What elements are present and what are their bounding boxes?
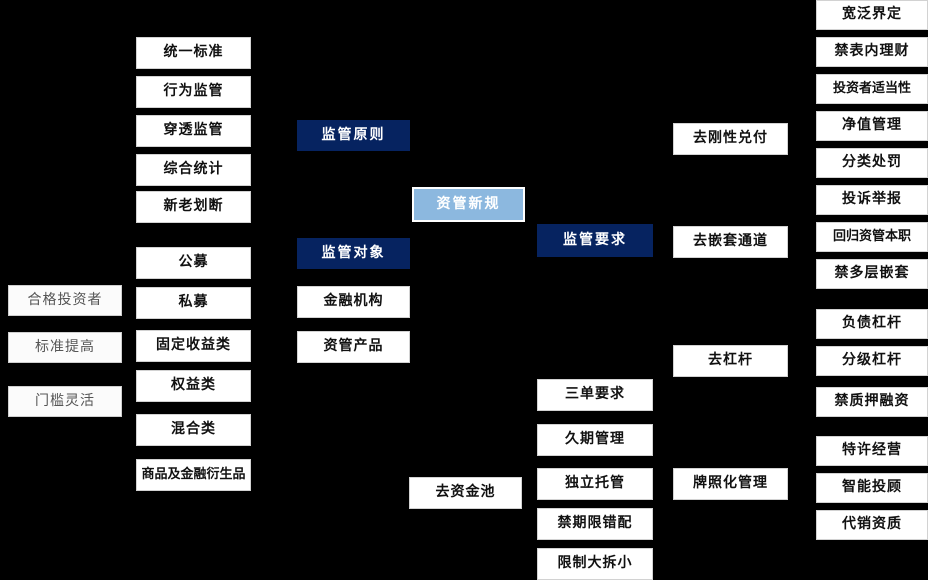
qualified-investor-column-item-2[interactable]: 标准提高 [8,332,122,363]
product-type-column-item-6[interactable]: 商品及金融衍生品 [136,459,251,491]
detail-column-item-4[interactable]: 净值管理 [816,111,928,141]
regulatory-principles-column-item-2[interactable]: 行为监管 [136,76,251,108]
fund-pool-column-item-1[interactable]: 去资金池 [409,477,522,509]
deleveraging-column-item-2[interactable]: 去嵌套通道 [673,226,788,258]
detail-column-item-8[interactable]: 禁多层嵌套 [816,259,928,289]
detail-column-item-11[interactable]: 禁质押融资 [816,387,928,417]
regulated-entities-column-item-1[interactable]: 金融机构 [297,286,410,318]
regulatory-requirements-column-item-4[interactable]: 禁期限错配 [537,508,653,540]
detail-column-item-14[interactable]: 代销资质 [816,510,928,540]
detail-column-item-2[interactable]: 禁表内理财 [816,37,928,67]
root-node-asset-management-rules[interactable]: 资管新规 [412,187,525,222]
regulated-entities-column-item-2[interactable]: 资管产品 [297,331,410,363]
regulatory-requirements-column-item-2[interactable]: 久期管理 [537,424,653,456]
detail-column-item-3[interactable]: 投资者适当性 [816,74,928,104]
regulatory-requirements-column-item-1[interactable]: 三单要求 [537,379,653,411]
regulatory-requirements-column-item-3[interactable]: 独立托管 [537,468,653,500]
detail-column-item-1[interactable]: 宽泛界定 [816,0,928,30]
regulatory-principles-column-item-5[interactable]: 新老划断 [136,191,251,223]
deleveraging-column-item-4[interactable]: 牌照化管理 [673,468,788,500]
detail-column-item-7[interactable]: 回归资管本职 [816,222,928,252]
regulatory-principles-column-item-3[interactable]: 穿透监管 [136,115,251,147]
product-type-column-item-5[interactable]: 混合类 [136,414,251,446]
qualified-investor-column-item-1[interactable]: 合格投资者 [8,285,122,316]
regulatory-principles-column-item-1[interactable]: 统一标准 [136,37,251,69]
detail-column-item-12[interactable]: 特许经营 [816,436,928,466]
qualified-investor-column-item-3[interactable]: 门槛灵活 [8,386,122,417]
section-header-3[interactable]: 监管要求 [537,224,653,257]
section-header-1[interactable]: 监管原则 [297,120,410,151]
detail-column-item-9[interactable]: 负债杠杆 [816,309,928,339]
product-type-column-item-2[interactable]: 私募 [136,287,251,319]
product-type-column-item-4[interactable]: 权益类 [136,370,251,402]
regulatory-requirements-column-item-5[interactable]: 限制大拆小 [537,548,653,580]
detail-column-item-10[interactable]: 分级杠杆 [816,346,928,376]
section-header-2[interactable]: 监管对象 [297,238,410,269]
product-type-column-item-3[interactable]: 固定收益类 [136,330,251,362]
detail-column-item-6[interactable]: 投诉举报 [816,185,928,215]
regulatory-principles-column-item-4[interactable]: 综合统计 [136,154,251,186]
detail-column-item-5[interactable]: 分类处罚 [816,148,928,178]
product-type-column-item-1[interactable]: 公募 [136,247,251,279]
detail-column-item-13[interactable]: 智能投顾 [816,473,928,503]
deleveraging-column-item-3[interactable]: 去杠杆 [673,345,788,377]
deleveraging-column-item-1[interactable]: 去刚性兑付 [673,123,788,155]
